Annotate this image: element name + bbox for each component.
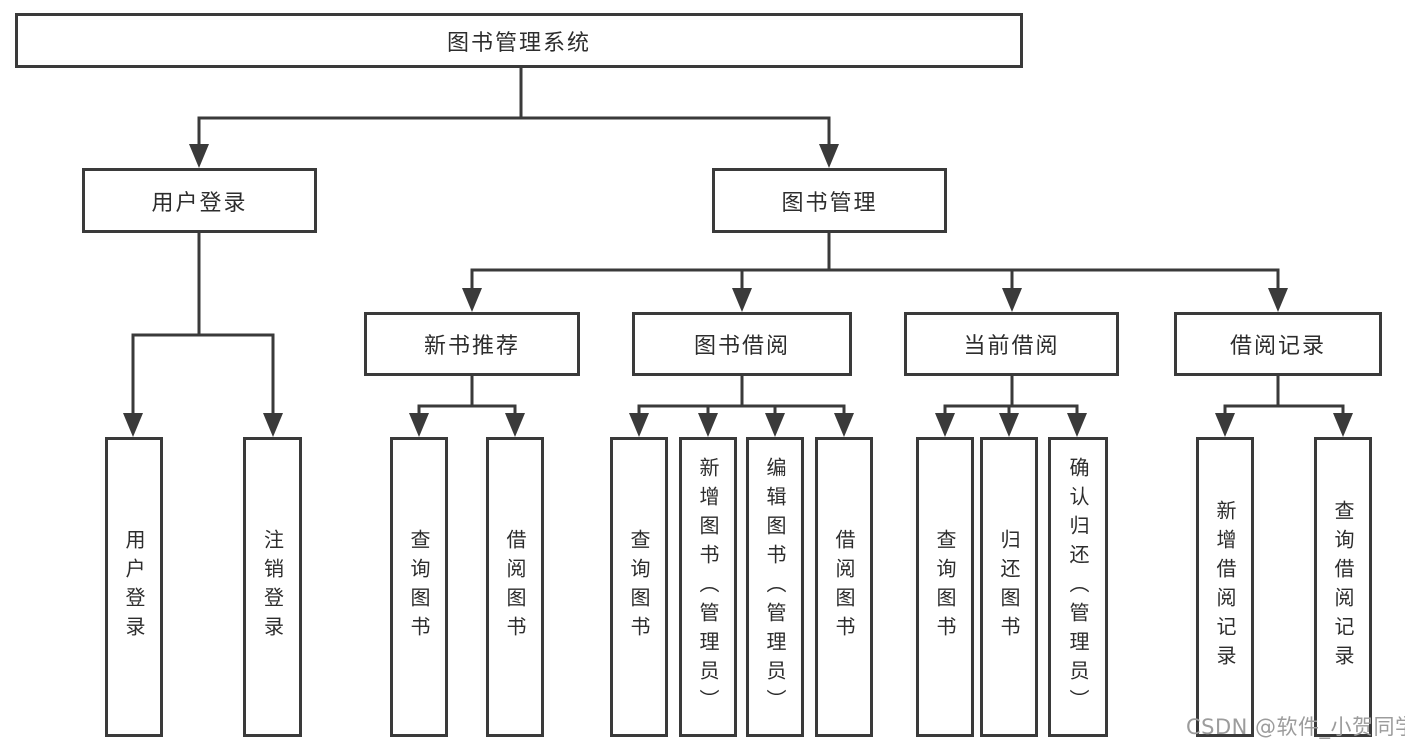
leaf-user-login: 用户登录 bbox=[105, 437, 163, 737]
edge-newbook-to-leaves bbox=[417, 374, 517, 418]
leaf-confirm-return-admin: 确认归还（管理员） bbox=[1048, 437, 1108, 737]
node-user-login: 用户登录 bbox=[82, 168, 317, 233]
leaf-query-book-2: 查询图书 bbox=[610, 437, 668, 737]
leaf-return-book: 归还图书 bbox=[980, 437, 1038, 737]
leaf-query-book-3: 查询图书 bbox=[916, 437, 974, 737]
leaf-add-book-admin: 新增图书（管理员） bbox=[679, 437, 737, 737]
edge-root-to-level2 bbox=[197, 66, 831, 152]
leaf-label: 查询借阅记录 bbox=[1331, 500, 1355, 674]
edge-current-to-leaves bbox=[943, 374, 1079, 418]
leaf-label: 查询图书 bbox=[407, 529, 431, 645]
leaf-label: 查询图书 bbox=[933, 529, 957, 645]
edge-records-to-leaves bbox=[1223, 374, 1345, 418]
node-library-system-root: 图书管理系统 bbox=[15, 13, 1023, 68]
leaf-borrow-book-2: 借阅图书 bbox=[815, 437, 873, 737]
leaf-label: 用户登录 bbox=[122, 529, 146, 645]
edge-login-to-leaves bbox=[131, 231, 275, 418]
leaf-label: 新增图书（管理员） bbox=[696, 456, 720, 718]
node-book-management: 图书管理 bbox=[712, 168, 947, 233]
node-current-borrow: 当前借阅 bbox=[904, 312, 1119, 376]
leaf-label: 新增借阅记录 bbox=[1213, 500, 1237, 674]
leaf-label: 注销登录 bbox=[260, 529, 285, 645]
node-book-borrow: 图书借阅 bbox=[632, 312, 852, 376]
arrowheads bbox=[123, 144, 1353, 437]
leaf-label: 编辑图书（管理员） bbox=[763, 456, 787, 718]
edge-borrow-to-leaves bbox=[637, 374, 846, 418]
node-new-book-recommend: 新书推荐 bbox=[364, 312, 580, 376]
leaf-label: 借阅图书 bbox=[503, 529, 527, 645]
leaf-query-book-1: 查询图书 bbox=[390, 437, 448, 737]
leaf-label: 借阅图书 bbox=[832, 529, 856, 645]
leaf-label: 查询图书 bbox=[627, 529, 651, 645]
leaf-query-borrow-record: 查询借阅记录 bbox=[1314, 437, 1372, 737]
edge-mgmt-to-modules bbox=[470, 231, 1280, 294]
leaf-add-borrow-record: 新增借阅记录 bbox=[1196, 437, 1254, 737]
leaf-label: 确认归还（管理员） bbox=[1066, 456, 1090, 718]
csdn-watermark: CSDN @软件_小贺同学 bbox=[1186, 715, 1405, 739]
leaf-label: 归还图书 bbox=[997, 529, 1021, 645]
leaf-edit-book-admin: 编辑图书（管理员） bbox=[746, 437, 804, 737]
leaf-borrow-book-1: 借阅图书 bbox=[486, 437, 544, 737]
leaf-logout: 注销登录 bbox=[243, 437, 302, 737]
node-borrow-records: 借阅记录 bbox=[1174, 312, 1382, 376]
